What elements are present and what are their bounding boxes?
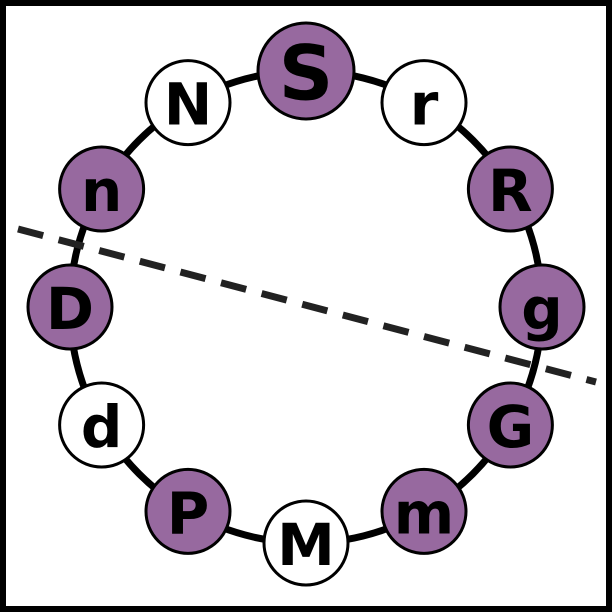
node-circle [144, 467, 232, 555]
node-label: G [487, 393, 535, 461]
node-circle [26, 263, 114, 351]
dashed-divider-line [17, 225, 597, 386]
node-circle [380, 467, 468, 555]
node: d [58, 381, 146, 469]
node-label: n [81, 157, 122, 225]
node-label: M [277, 511, 335, 579]
node-circle [262, 499, 350, 587]
node-circle [380, 59, 468, 147]
node: g [498, 263, 586, 351]
node: r [380, 59, 468, 147]
node-label: N [164, 71, 213, 139]
node: G [466, 381, 554, 469]
node-circle [466, 381, 554, 469]
node: m [380, 467, 468, 555]
node-circle [58, 381, 146, 469]
node-label: r [410, 71, 439, 139]
node-circle [58, 145, 146, 233]
node-label: m [394, 479, 454, 547]
node-circle [466, 145, 554, 233]
node-label: S [279, 29, 334, 118]
node-label: R [488, 157, 533, 225]
node-circle [256, 21, 356, 121]
node: N [144, 59, 232, 147]
node-label: P [167, 479, 210, 547]
node-circle [144, 59, 232, 147]
node-label: d [81, 393, 123, 461]
node: S [256, 21, 356, 121]
node-circle [498, 263, 586, 351]
node: P [144, 467, 232, 555]
node: n [58, 145, 146, 233]
node-label: D [46, 275, 94, 343]
node: R [466, 145, 554, 233]
node: D [26, 263, 114, 351]
node: M [262, 499, 350, 587]
node-label: g [521, 275, 563, 343]
